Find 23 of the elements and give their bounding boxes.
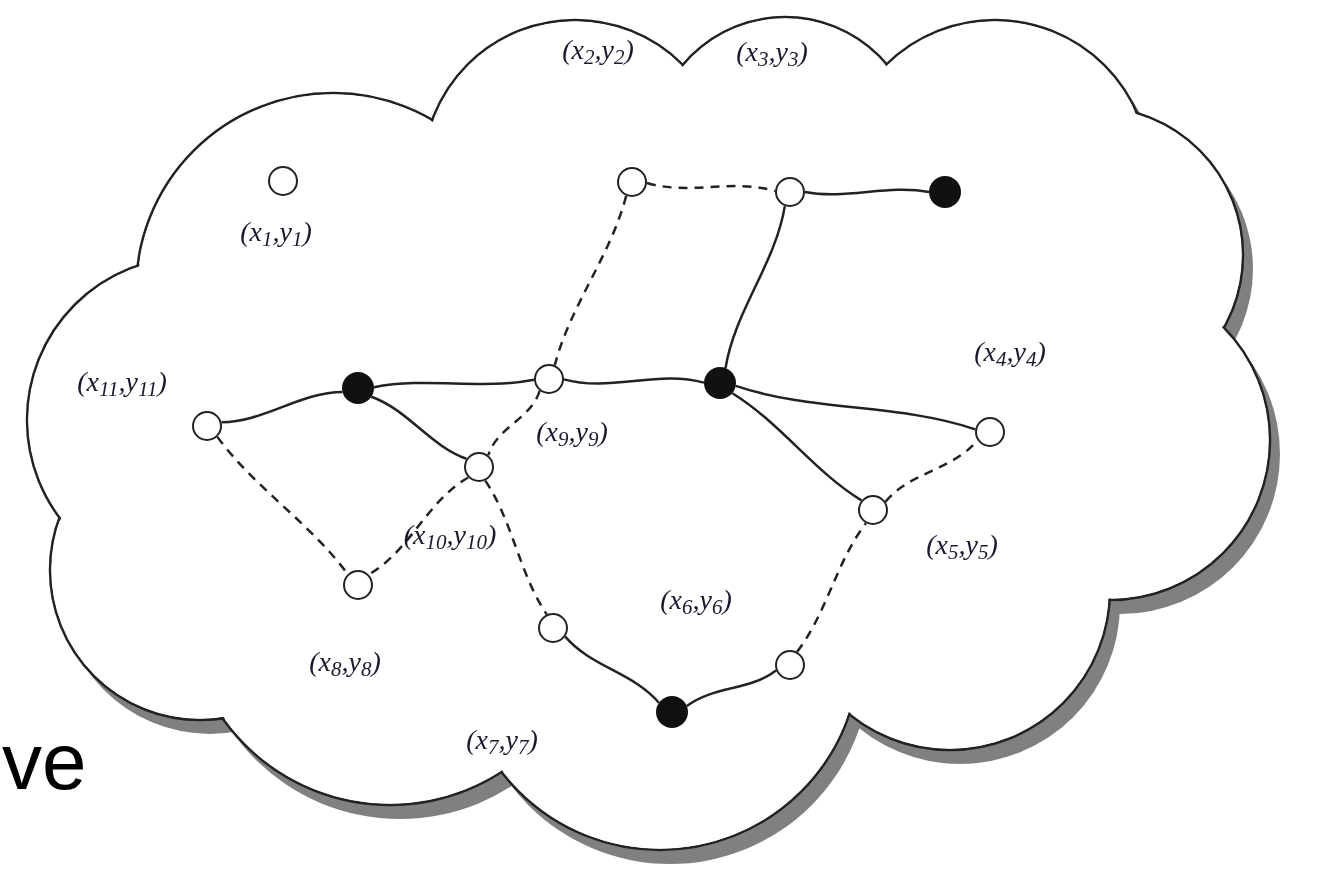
- coordinate-label: (x$_{7}$,y$_{7}$): [466, 726, 538, 754]
- coordinate-label: (x$_{11}$,y$_{11}$): [77, 368, 167, 396]
- coordinate-label: (x$_{3}$,y$_{3}$): [736, 38, 808, 66]
- coordinate-label: (x$_{10}$,y$_{10}$): [403, 521, 497, 549]
- coordinate-label: (x$_{8}$,y$_{8}$): [309, 648, 381, 676]
- connector-line: [731, 392, 863, 502]
- coordinate-label: (x$_{4}$,y$_{4}$): [974, 338, 1046, 366]
- text-fragment: ve: [2, 722, 87, 802]
- connector-line: [221, 390, 343, 424]
- connector-line: [724, 205, 787, 369]
- coordinate-label: (x$_{9}$,y$_{9}$): [536, 418, 608, 446]
- connector-line: [563, 377, 705, 385]
- dashed-connector: [646, 181, 776, 193]
- connector-line: [373, 378, 535, 389]
- coordinate-label: (x$_{1}$,y$_{1}$): [240, 218, 312, 246]
- coordinate-label: (x$_{5}$,y$_{5}$): [926, 531, 998, 559]
- connector-line: [686, 669, 777, 708]
- coordinate-label: (x$_{6}$,y$_{6}$): [660, 586, 732, 614]
- connector-line: [804, 188, 930, 196]
- connector-line: [735, 384, 976, 431]
- connector-line: [564, 635, 660, 704]
- coordinate-label: (x$_{2}$,y$_{2}$): [562, 36, 634, 64]
- dashed-connector: [553, 195, 628, 366]
